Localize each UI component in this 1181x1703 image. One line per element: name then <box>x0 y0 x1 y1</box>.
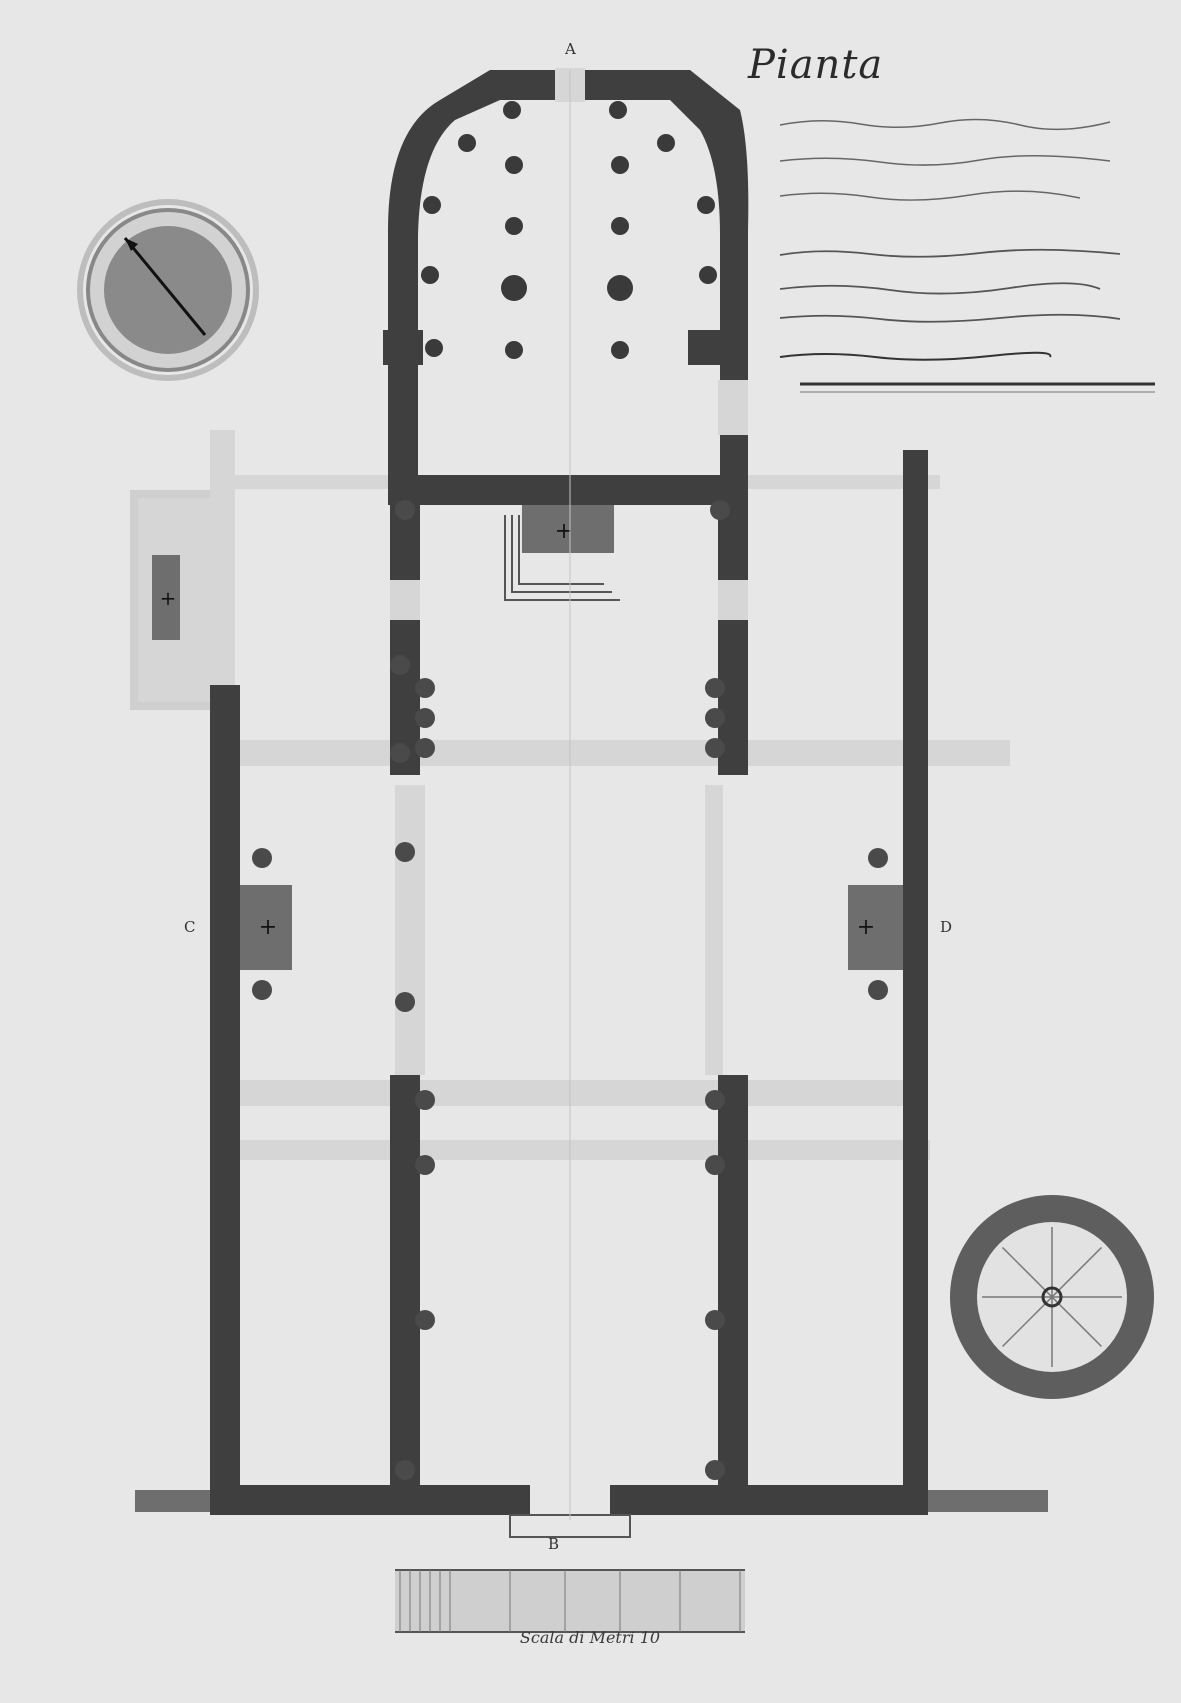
wheel-hub <box>1041 1286 1063 1308</box>
wheel-spoke <box>1001 1246 1053 1298</box>
wheel-spoke <box>1051 1246 1103 1298</box>
legend-handwriting <box>779 115 1150 131</box>
facade-wall-left <box>210 1485 530 1515</box>
pier-column <box>705 708 725 728</box>
pier-column <box>868 980 888 1000</box>
pier-column <box>395 500 415 520</box>
pier-column <box>705 738 725 758</box>
wheel-spoke <box>1001 1296 1053 1348</box>
pier-column <box>390 743 410 763</box>
altar-main-steps <box>504 515 620 601</box>
apse-wall <box>388 70 749 480</box>
pier-column <box>705 1460 725 1480</box>
pier-column <box>705 1090 725 1110</box>
cross-main: + <box>555 519 573 544</box>
pier-column <box>415 738 435 758</box>
altar-east <box>848 885 903 970</box>
compass-needle <box>123 237 207 336</box>
apse-column <box>458 134 476 152</box>
pier-column <box>252 848 272 868</box>
nave-left-opening <box>390 580 420 620</box>
pier-column <box>395 992 415 1012</box>
pier-column <box>395 1460 415 1480</box>
scale-label: Scala di Metri 10 <box>519 1628 661 1647</box>
apse-column <box>505 341 523 359</box>
apse-door <box>718 380 748 435</box>
nave-walls <box>135 450 1048 1538</box>
outer-west-wall <box>210 685 240 1515</box>
choir-pier-left <box>383 330 423 365</box>
apse-column <box>421 266 439 284</box>
facade-wall-right <box>610 1485 928 1515</box>
altar-west <box>240 885 292 970</box>
letter-west: C <box>184 918 196 936</box>
apse-column <box>699 266 717 284</box>
apse <box>383 68 749 505</box>
apse-column <box>501 275 527 301</box>
nave-lower-right-wall <box>718 1075 748 1515</box>
plan-title: Pianta <box>748 42 884 88</box>
apse-column <box>609 101 627 119</box>
apse-column <box>423 196 441 214</box>
pier-column <box>705 1155 725 1175</box>
pier-column <box>415 708 435 728</box>
nave-upper-left-wall <box>390 505 420 775</box>
apse-column <box>611 217 629 235</box>
pier-column <box>705 1310 725 1330</box>
nave-upper-right-wall <box>718 505 748 775</box>
apse-column <box>611 156 629 174</box>
choir-cross-wall <box>388 475 748 505</box>
facade-stub-east <box>928 1490 1048 1512</box>
pier-column <box>705 678 725 698</box>
pier-column <box>395 842 415 862</box>
ghost-west-pillar <box>210 430 235 710</box>
nave-lower-left-wall <box>390 1075 420 1515</box>
apse-column <box>505 217 523 235</box>
pier-column <box>415 1310 435 1330</box>
altar-main <box>522 505 614 553</box>
apse-column <box>611 341 629 359</box>
compass-arrow-icon <box>125 238 138 251</box>
ghost-band-upper <box>240 740 1010 766</box>
apse-column <box>607 275 633 301</box>
pier-column <box>390 655 410 675</box>
pier-bumps <box>252 500 888 1480</box>
outer-east-wall <box>903 450 928 1515</box>
letter-north: A <box>565 40 576 58</box>
apse-column <box>503 101 521 119</box>
letter-east: D <box>940 918 953 936</box>
apse-column <box>425 339 443 357</box>
pier-column <box>415 1155 435 1175</box>
wheel-spoke <box>1051 1296 1103 1348</box>
letter-south: B <box>548 1535 560 1553</box>
apse-column <box>505 156 523 174</box>
nave-right-opening <box>718 580 748 620</box>
pier-column <box>415 678 435 698</box>
facade-stub-west <box>135 1490 210 1512</box>
ghost-right-column-line <box>705 785 723 1075</box>
pier-column <box>415 1090 435 1110</box>
apse-column <box>657 134 675 152</box>
pier-column <box>868 848 888 868</box>
pier-column <box>710 500 730 520</box>
ghost-band-base <box>230 1140 930 1160</box>
side-altars: + + + + <box>152 505 903 970</box>
pier-column <box>252 980 272 1000</box>
altar-chapel <box>152 555 180 640</box>
well-wheel <box>950 1195 1154 1399</box>
cross-west: + <box>259 915 277 940</box>
cross-chapel: + <box>160 586 177 610</box>
apse-columns <box>421 101 717 359</box>
scale-bar <box>395 1569 745 1633</box>
compass-rose <box>77 199 259 381</box>
choir-pier-right <box>688 330 728 365</box>
ghost-band-lower <box>240 1080 920 1106</box>
ghost-left-column-line <box>395 785 425 1075</box>
cross-east: + <box>857 915 875 940</box>
apse-column <box>697 196 715 214</box>
